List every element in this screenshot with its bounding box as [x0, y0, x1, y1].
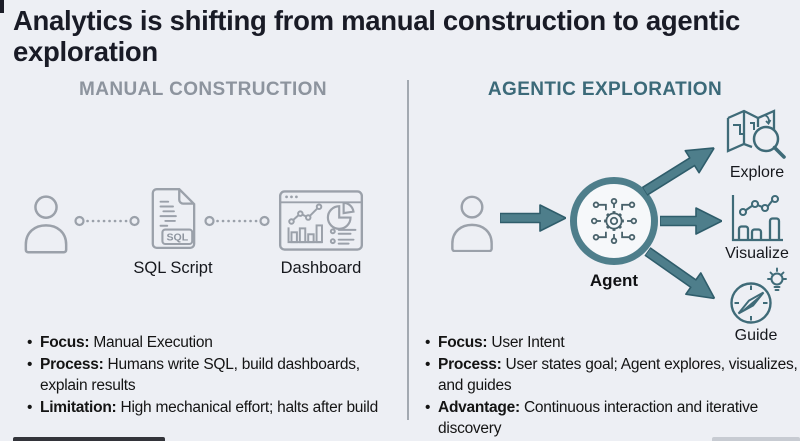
sql-script-icon: SQL	[148, 187, 198, 256]
map-magnifier-icon	[724, 106, 788, 169]
bullet-item: •Process: Humans write SQL, build dashbo…	[27, 356, 360, 394]
dotted-connector-icon	[204, 214, 270, 232]
dashboard-label: Dashboard	[280, 259, 362, 277]
arrow-icon	[637, 136, 724, 207]
guide-label: Guide	[734, 327, 778, 344]
page-title: Analytics is shifting from manual constr…	[13, 5, 741, 68]
bullet-item: •Advantage: Continuous interaction and i…	[425, 399, 758, 437]
top-left-artifact	[0, 0, 4, 13]
bullet-dot: •	[425, 356, 431, 373]
bullet-dot: •	[27, 334, 33, 351]
left-bullet-list: •Focus: Manual Execution •Process: Human…	[26, 332, 408, 419]
sql-badge-text: SQL	[166, 232, 188, 244]
arrow-icon	[659, 207, 723, 240]
bullet-dot: •	[27, 356, 33, 373]
bottom-right-artifact	[712, 437, 800, 441]
bullet-item: •Limitation: High mechanical effort; hal…	[27, 399, 378, 416]
bullet-item: •Focus: Manual Execution	[27, 334, 213, 351]
user-icon	[448, 194, 496, 257]
column-divider	[407, 80, 409, 420]
explore-label: Explore	[729, 164, 785, 181]
sql-script-label: SQL Script	[133, 259, 213, 277]
user-icon	[22, 193, 70, 259]
bullet-dot: •	[425, 399, 431, 416]
agent-hub-icon	[570, 177, 658, 265]
dashboard-icon	[278, 190, 364, 256]
bullet-dot: •	[425, 334, 431, 351]
left-column-header: MANUAL CONSTRUCTION	[79, 79, 327, 100]
right-column-header: AGENTIC EXPLORATION	[487, 79, 723, 100]
arrow-icon	[637, 240, 723, 314]
visualize-label: Visualize	[725, 245, 789, 262]
right-bullet-list: •Focus: User Intent •Process: User state…	[424, 332, 800, 440]
bullet-item: •Process: User states goal; Agent explor…	[425, 356, 798, 394]
bar-line-chart-icon	[727, 192, 785, 249]
bullet-item: •Focus: User Intent	[425, 334, 565, 351]
dotted-connector-icon	[74, 214, 140, 232]
bottom-left-artifact	[13, 437, 165, 441]
agent-label: Agent	[589, 271, 639, 290]
arrow-icon	[499, 204, 567, 237]
compass-lightbulb-icon	[724, 267, 790, 330]
bullet-dot: •	[27, 399, 33, 416]
